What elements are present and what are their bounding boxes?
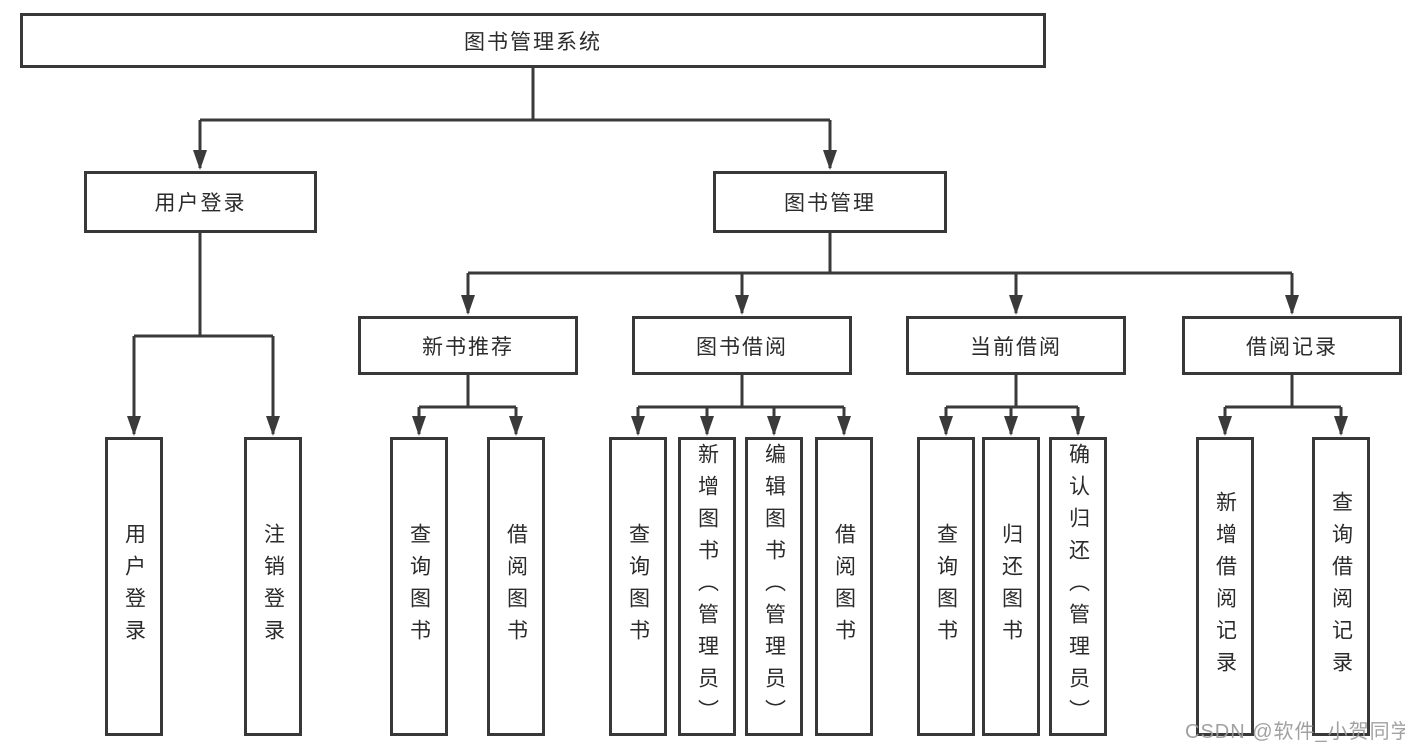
node-label: 借阅记录 <box>1246 335 1338 359</box>
leaf-borrow-book: 借阅图书 <box>815 437 873 736</box>
leaf-borrow-edit-book: 编辑图书（管理员） <box>745 437 803 736</box>
node-label: 确认归还（管理员） <box>1066 442 1090 731</box>
node-label: 用户登录 <box>154 192 247 215</box>
node-label: 新增借阅记录 <box>1213 490 1237 683</box>
connector-arrows <box>127 120 1348 436</box>
leaf-confirm-return: 确认归还（管理员） <box>1049 437 1107 736</box>
node-label: 注销登录 <box>261 522 285 651</box>
leaf-return-book: 归还图书 <box>982 437 1040 736</box>
node-book-borrow: 图书借阅 <box>632 316 852 375</box>
node-current-borrow: 当前借阅 <box>906 316 1126 375</box>
leaf-current-query: 查询图书 <box>917 437 975 736</box>
leaf-user-login: 用户登录 <box>105 437 163 736</box>
node-label: 查询图书 <box>934 522 958 651</box>
node-label: 借阅图书 <box>832 522 856 651</box>
node-label: 查询借阅记录 <box>1329 490 1353 683</box>
node-new-book-recommend: 新书推荐 <box>358 316 578 375</box>
leaf-add-borrow-record: 新增借阅记录 <box>1196 437 1254 736</box>
node-label: 新增图书（管理员） <box>695 442 719 731</box>
leaf-newbooks-query: 查询图书 <box>390 437 448 736</box>
node-label: 查询图书 <box>626 522 650 651</box>
node-label: 查询图书 <box>407 522 431 651</box>
connector-trunks <box>134 68 1341 409</box>
node-label: 图书借阅 <box>696 335 788 359</box>
node-label: 归还图书 <box>999 522 1023 651</box>
node-label: 图书管理 <box>784 192 876 215</box>
node-label: 编辑图书（管理员） <box>762 442 786 731</box>
csdn-watermark: CSDN @软件_小贺同学 <box>1185 721 1405 743</box>
leaf-query-borrow-record: 查询借阅记录 <box>1312 437 1370 736</box>
leaf-borrow-query: 查询图书 <box>609 437 667 736</box>
leaf-newbooks-borrow: 借阅图书 <box>487 437 545 736</box>
node-user-login: 用户登录 <box>84 171 317 233</box>
node-book-management: 图书管理 <box>713 171 947 233</box>
node-library-system: 图书管理系统 <box>20 13 1046 68</box>
node-label: 图书管理系统 <box>464 30 602 54</box>
node-label: 用户登录 <box>122 522 146 651</box>
node-label: 新书推荐 <box>422 335 514 359</box>
node-borrow-records: 借阅记录 <box>1182 316 1402 375</box>
leaf-borrow-add-book: 新增图书（管理员） <box>678 437 736 736</box>
node-label: 当前借阅 <box>970 335 1062 359</box>
node-label: 借阅图书 <box>504 522 528 651</box>
leaf-logout: 注销登录 <box>244 437 302 736</box>
